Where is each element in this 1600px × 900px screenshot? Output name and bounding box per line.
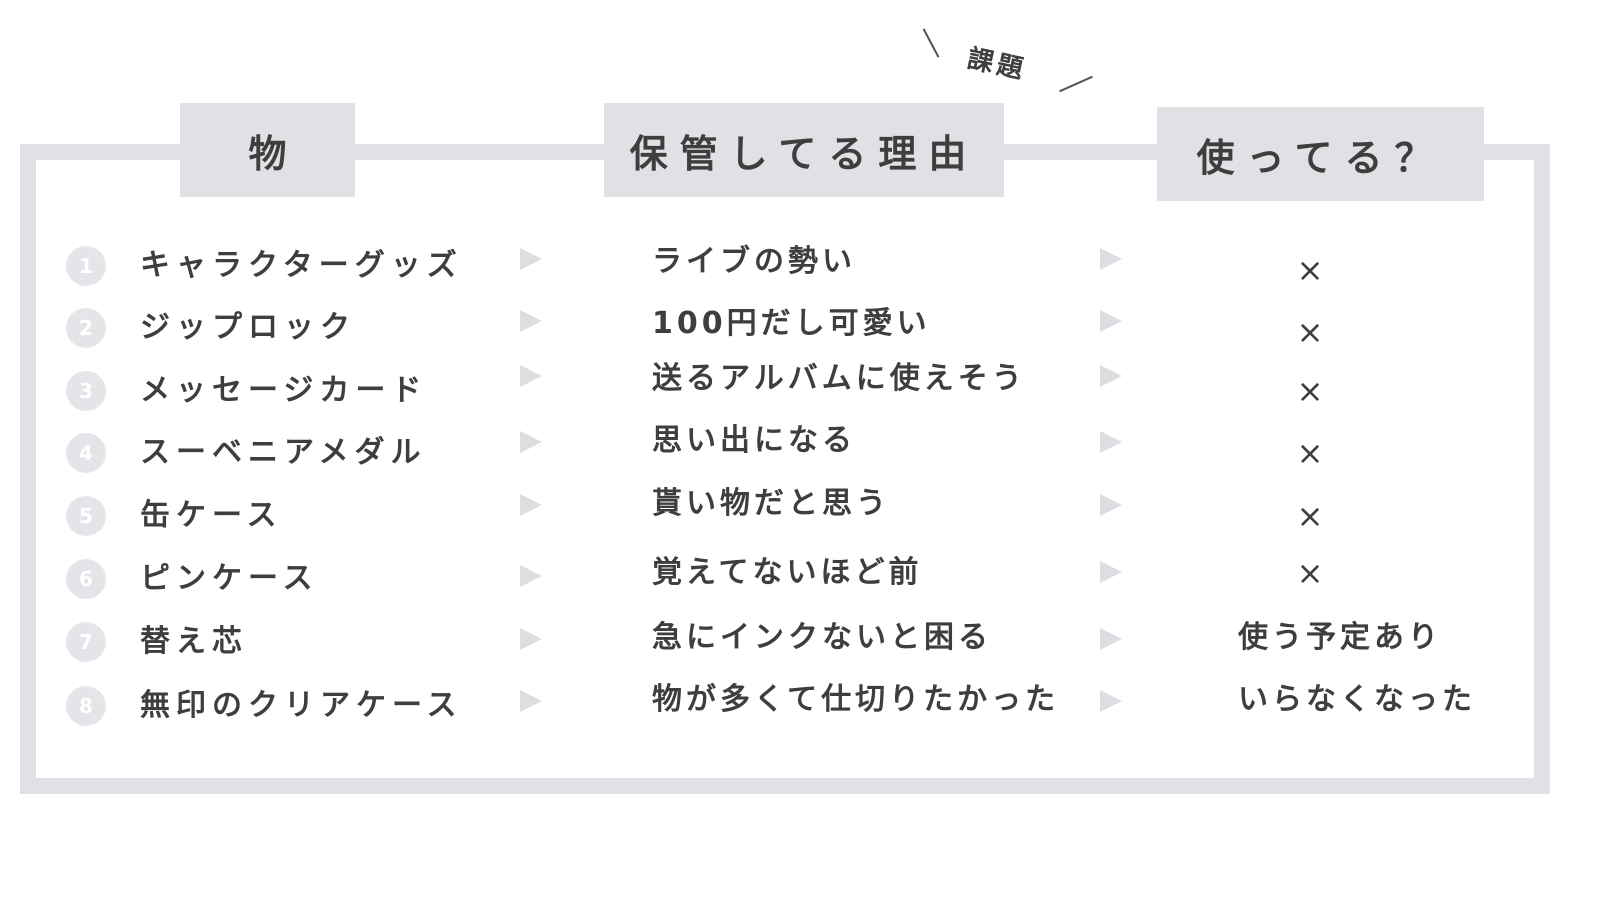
row-item: 缶ケース	[140, 498, 283, 533]
header-used: 使ってる？	[1157, 107, 1484, 201]
row-number-badge: 2	[66, 308, 106, 348]
table-row: 7 替え芯 急にインクないと困る 使う予定あり	[0, 620, 1600, 670]
row-used: ×	[1296, 372, 1324, 410]
row-number-badge: 8	[66, 686, 106, 726]
arrow-right-icon	[1100, 431, 1122, 453]
table-row: 8 無印のクリアケース 物が多くて仕切りたかった いらなくなった	[0, 682, 1600, 734]
arrow-right-icon	[520, 690, 542, 712]
row-item: 無印のクリアケース	[140, 688, 463, 723]
row-reason: 物が多くて仕切りたかった	[652, 682, 1060, 717]
table-row: 4 スーベニアメダル 思い出になる ×	[0, 423, 1600, 481]
arrow-right-icon	[1100, 310, 1122, 332]
row-item: キャラクターグッズ	[140, 248, 463, 283]
row-used: ×	[1296, 313, 1324, 351]
table-row: 6 ピンケース 覚えてないほど前 ×	[0, 554, 1600, 607]
row-used: ×	[1296, 497, 1324, 535]
row-number-badge: 4	[66, 433, 106, 473]
header-reason: 保管してる理由	[604, 103, 1004, 197]
header-item: 物	[180, 103, 355, 197]
callout-label: 課題	[964, 43, 1030, 86]
callout-line-right	[1059, 75, 1093, 93]
table-row: 2 ジップロック 100円だし可愛い ×	[0, 306, 1600, 356]
arrow-right-icon	[1100, 628, 1122, 650]
arrow-right-icon	[1100, 248, 1122, 270]
row-used: いらなくなった	[1238, 682, 1476, 717]
row-reason: ライブの勢い	[652, 244, 856, 279]
row-reason: 思い出になる	[652, 423, 856, 458]
row-reason: 覚えてないほど前	[652, 555, 923, 590]
arrow-right-icon	[520, 565, 542, 587]
table-row: 5 缶ケース 貰い物だと思う ×	[0, 486, 1600, 544]
row-item: ジップロック	[140, 310, 356, 345]
row-reason: 貰い物だと思う	[652, 486, 890, 521]
row-reason: 急にインクないと困る	[652, 620, 992, 655]
row-number-badge: 6	[66, 559, 106, 599]
table-row: 1 キャラクターグッズ ライブの勢い ×	[0, 244, 1600, 294]
arrow-right-icon	[1100, 561, 1122, 583]
row-item: 替え芯	[140, 624, 248, 659]
row-reason: 送るアルバムに使えそう	[652, 361, 1026, 396]
row-used: ×	[1296, 434, 1324, 472]
table-row: 3 メッセージカード 送るアルバムに使えそう ×	[0, 361, 1600, 419]
arrow-right-icon	[1100, 494, 1122, 516]
arrow-right-icon	[1100, 365, 1122, 387]
arrow-right-icon	[520, 431, 542, 453]
row-item: ピンケース	[140, 561, 319, 596]
row-item: スーベニアメダル	[140, 435, 427, 470]
callout-line-left	[922, 28, 940, 58]
row-number-badge: 7	[66, 622, 106, 662]
row-used: 使う予定あり	[1238, 620, 1442, 655]
row-number-badge: 5	[66, 496, 106, 536]
row-item: メッセージカード	[140, 373, 428, 408]
row-used: ×	[1296, 251, 1324, 289]
arrow-right-icon	[520, 310, 542, 332]
arrow-right-icon	[520, 628, 542, 650]
row-used: ×	[1296, 554, 1324, 592]
row-number-badge: 1	[66, 246, 106, 286]
row-number-badge: 3	[66, 371, 106, 411]
arrow-right-icon	[520, 365, 542, 387]
arrow-right-icon	[1100, 690, 1122, 712]
row-reason: 100円だし可愛い	[652, 306, 931, 341]
arrow-right-icon	[520, 494, 542, 516]
arrow-right-icon	[520, 248, 542, 270]
